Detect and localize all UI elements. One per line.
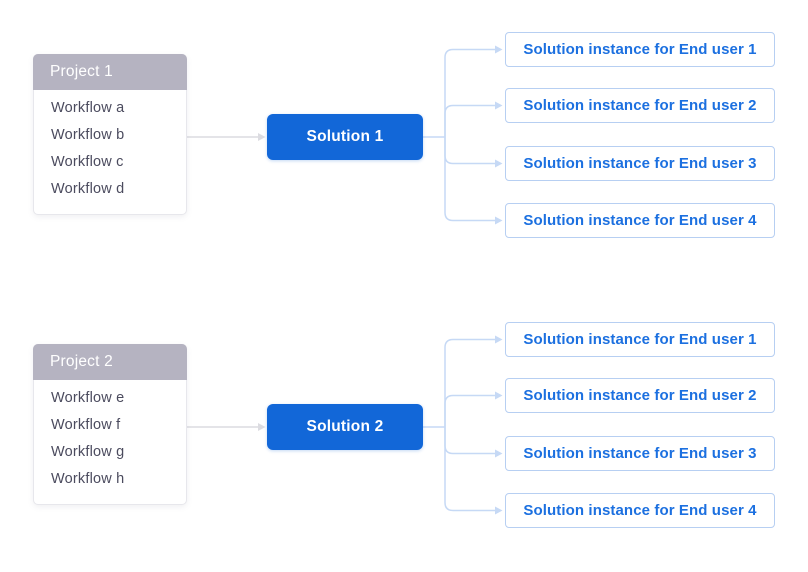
branch-line-1 [444, 45, 503, 137]
diagram-section-2: Project 2 Workflow e Workflow f Workflow… [0, 290, 808, 572]
solution-instance-node: Solution instance for End user 4 [505, 493, 775, 528]
workflow-list: Workflow a Workflow b Workflow c Workflo… [34, 90, 186, 203]
solution-node: Solution 2 [267, 404, 423, 450]
workflow-item: Workflow d [51, 181, 125, 197]
branch-line-2 [444, 101, 503, 137]
workflow-item: Workflow f [51, 417, 121, 433]
branch-line-3 [444, 427, 503, 458]
workflow-item: Workflow c [51, 154, 124, 170]
workflow-list: Workflow e Workflow f Workflow g Workflo… [34, 380, 186, 493]
solution-instance-node: Solution instance for End user 4 [505, 203, 775, 238]
solution-instance-node: Solution instance for End user 2 [505, 378, 775, 413]
solution-node: Solution 1 [267, 114, 423, 160]
solution-instance-node: Solution instance for End user 3 [505, 436, 775, 471]
solution-instance-node: Solution instance for End user 2 [505, 88, 775, 123]
project-header: Project 1 [33, 54, 187, 90]
branch-line-3 [444, 137, 503, 168]
project-node: Project 1 Workflow a Workflow b Workflow… [33, 54, 187, 215]
workflow-item: Workflow h [51, 471, 125, 487]
workflow-item: Workflow a [51, 100, 125, 116]
project-title: Project 1 [50, 63, 113, 80]
project-title: Project 2 [50, 353, 113, 370]
branch-line-2 [444, 391, 503, 427]
solution-instance-node: Solution instance for End user 3 [505, 146, 775, 181]
diagram-section-1: Project 1 Workflow a Workflow b Workflow… [0, 0, 808, 282]
branch-line-4 [444, 427, 503, 515]
branch-line-1 [444, 335, 503, 427]
workflow-item: Workflow g [51, 444, 125, 460]
branch-line-4 [444, 137, 503, 225]
workflow-item: Workflow e [51, 390, 125, 406]
solution-instance-node: Solution instance for End user 1 [505, 32, 775, 67]
project-header: Project 2 [33, 344, 187, 380]
workflow-item: Workflow b [51, 127, 125, 143]
project-node: Project 2 Workflow e Workflow f Workflow… [33, 344, 187, 505]
solution-instance-node: Solution instance for End user 1 [505, 322, 775, 357]
